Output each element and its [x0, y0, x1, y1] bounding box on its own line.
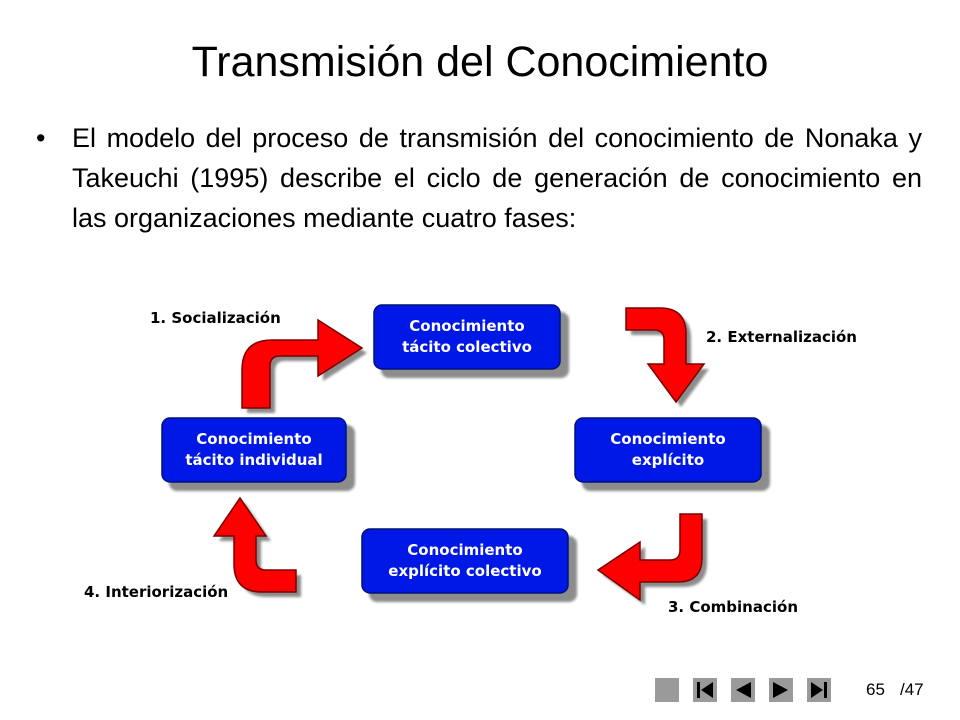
arrow-body	[625, 307, 706, 404]
arrow-body	[596, 513, 703, 602]
bullet-text: El modelo del proceso de transmisión del…	[72, 123, 922, 233]
arrow-socializacion-icon	[241, 318, 367, 413]
arrow-body	[212, 496, 297, 593]
phase-label-combinacion: 3. Combinación	[668, 598, 798, 616]
arrow-interiorizacion-icon	[212, 496, 301, 597]
box-tacito-individual: Conocimiento tácito individual	[161, 417, 355, 491]
box-label-line2: tácito colectivo	[402, 338, 532, 356]
box-body	[361, 528, 569, 594]
slide-title: Transmisión del Conocimiento	[191, 38, 769, 86]
box-label-line1: Conocimiento	[196, 430, 311, 448]
box-explicito-colectivo: Conocimiento explícito colectivo	[361, 528, 577, 602]
box-tacito-colectivo: Conocimiento tácito colectivo	[373, 304, 569, 378]
page-total: /47	[900, 680, 924, 699]
page-number: 65	[866, 680, 885, 699]
box-label-line2: explícito	[632, 451, 704, 469]
box-explicito: Conocimiento explícito	[574, 417, 770, 491]
phase-label-socializacion: 1. Socialización	[150, 309, 281, 327]
box-label-line1: Conocimiento	[407, 541, 522, 559]
arrow-body	[241, 318, 364, 409]
last-page-icon[interactable]	[807, 678, 831, 702]
blank-icon[interactable]	[655, 678, 679, 702]
arrow-externalizacion-icon	[625, 307, 709, 407]
phase-label-interiorizacion: 4. Interiorización	[84, 583, 228, 601]
bullet-symbol: •	[36, 123, 46, 153]
box-body	[574, 417, 762, 483]
box-body	[373, 304, 561, 370]
box-label-line2: tácito individual	[185, 451, 322, 469]
box-label-line1: Conocimiento	[610, 430, 725, 448]
bullet-item: • El modelo del proceso de transmisión d…	[36, 118, 922, 238]
arrow-combinacion-icon	[596, 513, 707, 605]
phase-label-externalizacion: 2. Externalización	[706, 328, 857, 346]
box-body	[161, 417, 347, 483]
box-label-line2: explícito colectivo	[388, 562, 541, 580]
previous-page-icon[interactable]	[731, 678, 755, 702]
next-page-icon[interactable]	[769, 678, 793, 702]
box-label-line1: Conocimiento	[409, 317, 524, 335]
first-page-icon[interactable]	[693, 678, 717, 702]
